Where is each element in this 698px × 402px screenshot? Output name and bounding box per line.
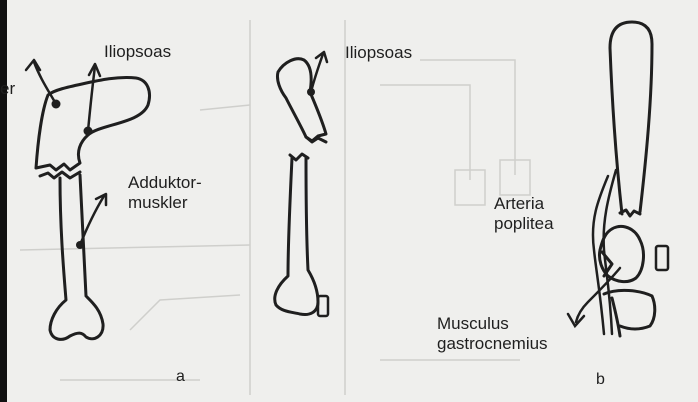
panel-label-a: a	[176, 367, 185, 386]
label-adduktor-line1: Adduktor-	[128, 173, 202, 192]
femur-proximal-fragment-right	[277, 59, 326, 142]
label-iliopsoas-left: Iliopsoas	[104, 42, 171, 61]
femur-distal-b	[610, 22, 652, 216]
patella-right	[318, 296, 328, 316]
label-iliopsoas-right: Iliopsoas	[345, 43, 412, 62]
arrow-icon	[26, 60, 40, 70]
femur-shaft-left	[40, 172, 103, 339]
label-arteria-line2: poplitea	[494, 214, 554, 233]
femur-shaft-right	[275, 154, 318, 315]
muscle-pull-arrows-right	[311, 52, 327, 92]
arrow-icon	[34, 62, 56, 104]
panel-label-b: b	[596, 370, 605, 389]
scan-border	[0, 0, 7, 402]
patella-b	[656, 246, 668, 270]
artery-and-muscle-b	[568, 170, 620, 334]
label-musculus-line2: gastrocnemius	[437, 334, 548, 353]
label-adduktor-line2: muskler	[128, 193, 188, 212]
label-arteria-line1: Arteria	[494, 194, 544, 213]
arrow-icon	[311, 54, 323, 92]
label-er-fragment: er	[0, 79, 15, 98]
label-musculus-line1: Musculus	[437, 314, 509, 333]
